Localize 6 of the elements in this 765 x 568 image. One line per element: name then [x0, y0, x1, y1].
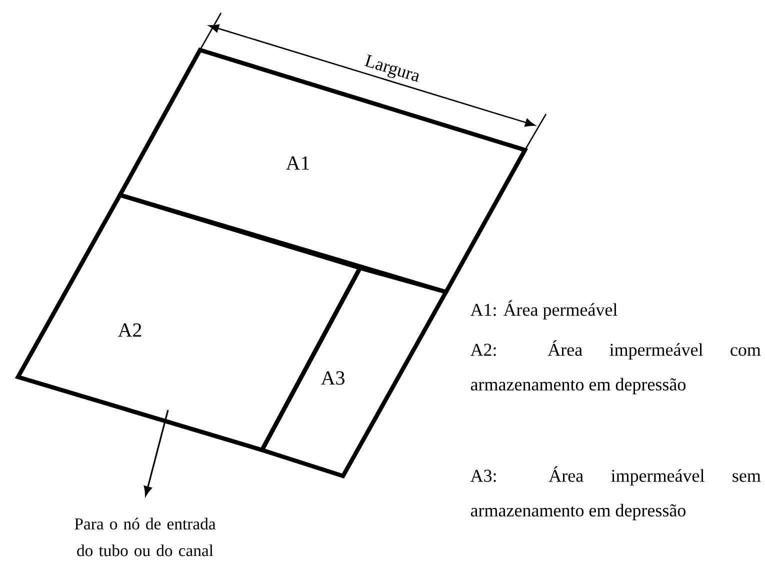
legend-text: A2: Área impermeável com armazenamento em depressão [470, 340, 761, 394]
arrow [144, 410, 169, 496]
legend-text: A1: Área permeável [470, 300, 618, 320]
outlet-text: Para o nó de entrada do tubo ou do canal [74, 518, 216, 556]
dimension-label: Largura [364, 54, 419, 82]
legend-text: A3: Área impermeável sem armazenamento em depressão [470, 466, 761, 520]
